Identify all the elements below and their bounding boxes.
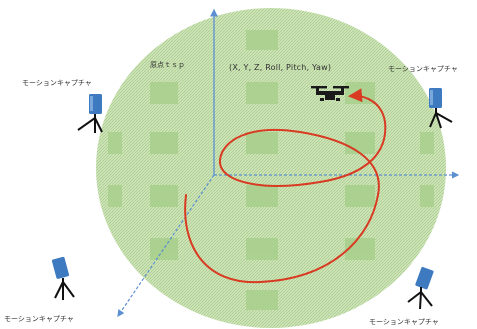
camera-top-left-label: モーションキャプチャ	[22, 78, 92, 88]
origin-label: 原点ｔｓｐ	[150, 60, 185, 70]
camera-bottom-left-label: モーションキャプチャ	[4, 314, 74, 324]
camera-top-right-label: モーションキャプチャ	[388, 64, 458, 74]
camera-bottom-left-icon	[52, 257, 74, 300]
camera-top-left-icon	[78, 94, 102, 133]
camera-bottom-right-icon	[408, 267, 434, 309]
camera-bottom-right-label: モーションキャプチャ	[369, 317, 439, 327]
coordinates-label: (X, Y, Z, Roll, Pitch, Yaw)	[229, 63, 331, 72]
floor-circle	[96, 8, 446, 328]
camera-top-right-icon	[429, 88, 452, 128]
